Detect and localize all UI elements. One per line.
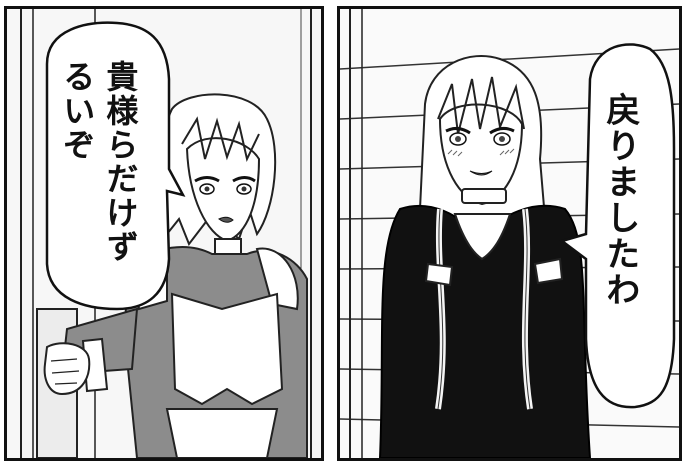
- right-panel: [337, 6, 682, 461]
- right-speech-text: 戻りましたわ: [599, 92, 640, 308]
- left-panel: [4, 6, 324, 461]
- left-speech-text: 貴様らだけずるいぞ: [58, 60, 140, 264]
- right-speech-bubble: [559, 43, 676, 409]
- lady-illustration: [340, 9, 679, 458]
- left-speech-bubble: [45, 21, 186, 311]
- knight-illustration: [7, 9, 321, 458]
